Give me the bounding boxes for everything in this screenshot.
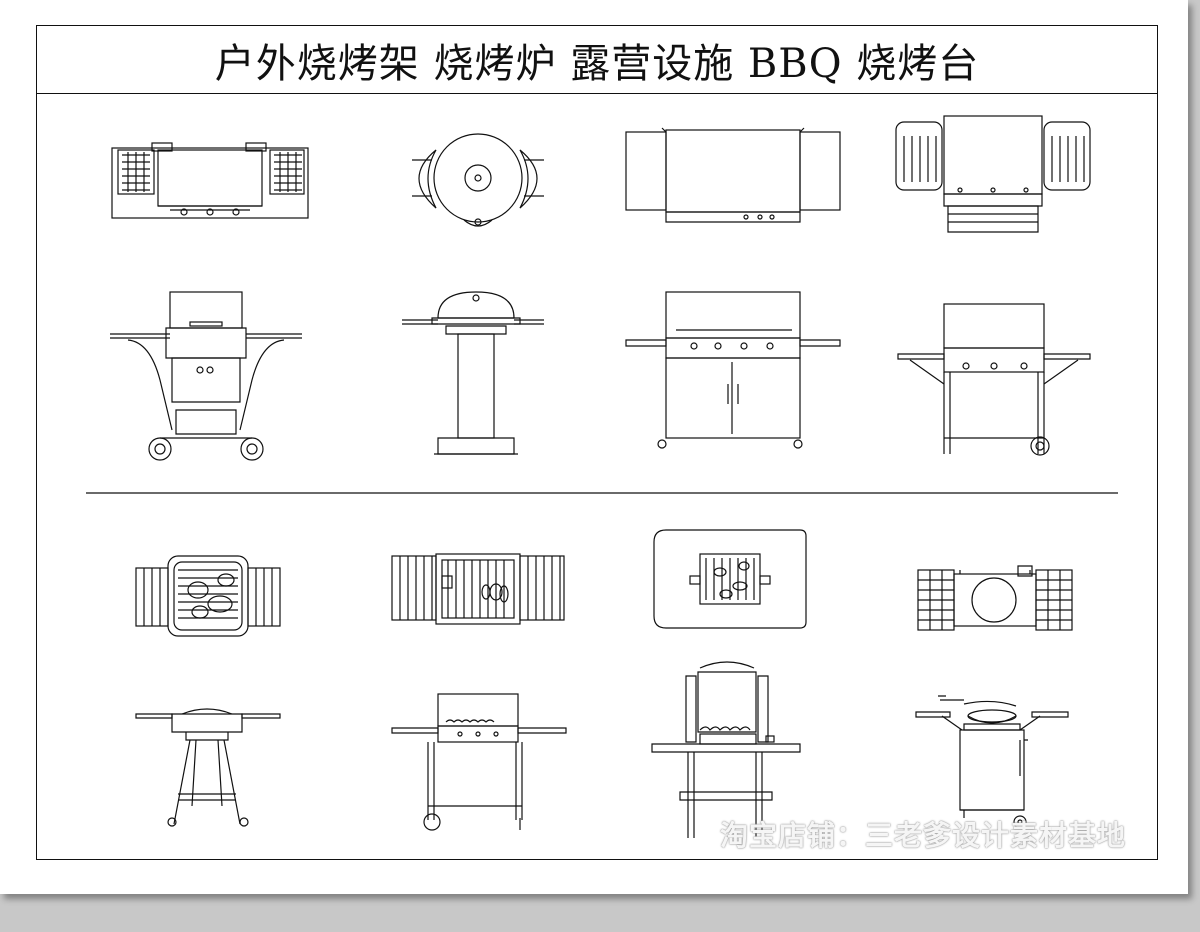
bbq-plan-table-grill [653, 529, 807, 629]
drawing-frame: 户外烧烤架 烧烤炉 露营设施 BBQ 烧烤台 [36, 25, 1158, 860]
bbq-elev-side-shelf [897, 303, 1091, 456]
bbq-elev-round-stand [135, 708, 281, 827]
sheet-title: 户外烧烤架 烧烤炉 露营设施 BBQ 烧烤台 [214, 40, 980, 87]
title-block: 户外烧烤架 烧烤炉 露营设施 BBQ 烧烤台 [37, 26, 1157, 94]
watermark-text: 淘宝店铺：三老爹设计素材基地 [720, 819, 1127, 852]
bbq-elev-trolley [391, 693, 567, 831]
bbq-elev-cart [110, 291, 302, 461]
bbq-plan-square-grill [135, 555, 281, 637]
bbq-plan-grid-grill [391, 553, 565, 625]
drawing-sheet [0, 0, 1188, 894]
bbq-plan-a [111, 142, 309, 219]
bbq-plan-c [625, 127, 841, 223]
bbq-elev-wok-cart [915, 695, 1069, 829]
bbq-elev-pedestal [402, 291, 544, 455]
bbq-plan-kettle [412, 133, 544, 227]
bbq-elev-cabinet [625, 291, 841, 449]
bbq-elev-brick [651, 661, 801, 838]
bbq-plan-d [895, 115, 1091, 233]
bbq-plan-round-grill [917, 565, 1073, 631]
